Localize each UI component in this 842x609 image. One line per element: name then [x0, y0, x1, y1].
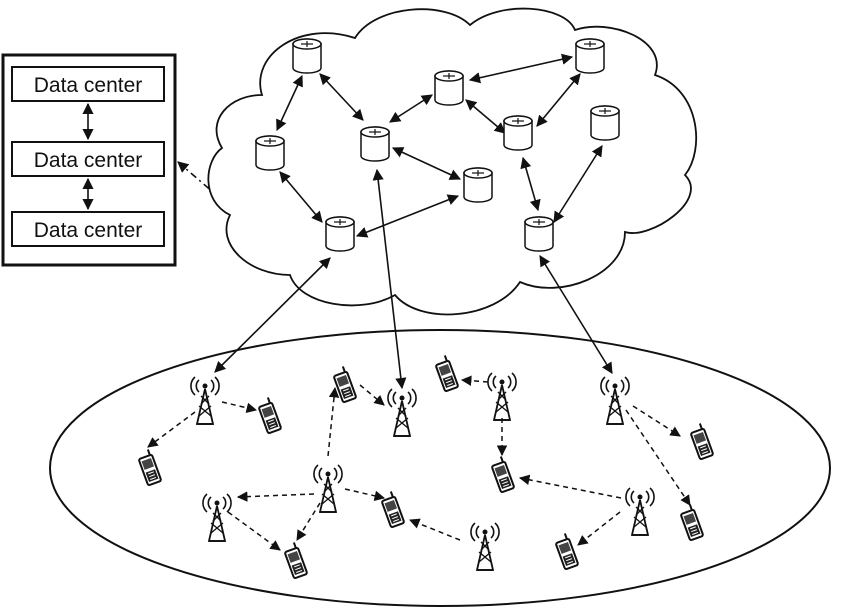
router-icon: [524, 216, 554, 252]
router-icon: [325, 216, 355, 252]
mobile-phone-icon: [488, 454, 516, 494]
wireless-links: [147, 375, 691, 551]
cell-tower-icon: [625, 487, 655, 536]
data-center-label-3: Data center: [34, 219, 143, 242]
mobile-phone-icon: [552, 531, 580, 571]
data-center-box-3: [11, 211, 165, 247]
mobile-phone-icon: [432, 353, 460, 393]
mobile-phone-icon: [687, 421, 715, 461]
mobile-phone-icon: [255, 395, 283, 435]
router-icon: [255, 135, 285, 171]
cell-tower-icon: [470, 522, 500, 571]
cell-tower-icon: [600, 376, 630, 425]
router-icon: [575, 38, 605, 74]
mobile-phone-icon: [378, 489, 406, 529]
mobile-phone-icon: [281, 540, 309, 580]
router-icon: [503, 115, 533, 151]
router-icon: [434, 70, 464, 106]
router-icon: [360, 126, 390, 162]
data-center-box-2: [11, 141, 165, 177]
mobile-phone-icon: [135, 447, 163, 487]
access-network-area: [49, 329, 831, 607]
mobile-phone-icon: [330, 364, 358, 404]
mobile-phones: [135, 353, 715, 580]
data-center-label-1: Data center: [34, 74, 143, 97]
data-center-box-1: [11, 66, 165, 102]
cell-tower-icon: [190, 376, 220, 425]
cell-tower-icon: [202, 493, 232, 542]
router-icon: [292, 38, 322, 74]
data-center-label-2: Data center: [34, 149, 143, 172]
router-icon: [590, 105, 620, 141]
cell-tower-icon: [387, 388, 417, 437]
data-center-stack: Data center Data center Data center: [1, 53, 177, 267]
cell-tower-icon: [487, 372, 517, 421]
backhaul-links: [214, 168, 613, 390]
router-icon: [463, 167, 493, 203]
mobile-phone-icon: [677, 502, 705, 542]
